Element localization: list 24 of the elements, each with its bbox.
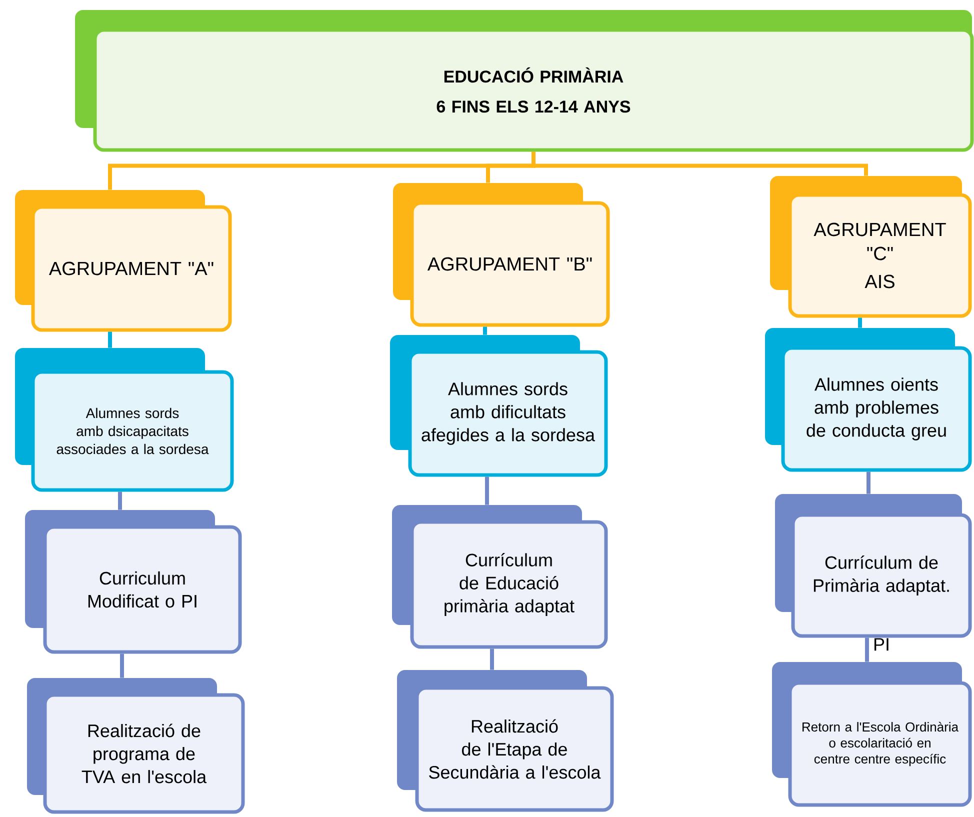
connector: [120, 654, 124, 678]
student-box: Alumnes sords amb dificultats afegides a la sordesa: [390, 335, 608, 477]
connector: [108, 332, 112, 348]
connector: [865, 638, 869, 662]
connector: [483, 326, 487, 335]
curriculum-box: Currículum de Educació primària adaptat: [392, 505, 608, 649]
title-box: EDUCACIÓ PRIMÀRIA 6 FINS ELS 12-14 ANYS: [75, 10, 974, 152]
curriculum-box: Realització de l'Etapa de Secundària a l'escola: [397, 670, 614, 812]
group-box: AGRUPAMENT "B": [393, 183, 610, 327]
node-label: PI: [874, 638, 888, 651]
connector: [858, 318, 862, 328]
curriculum-box: Realització de programa de TVA en l'escola: [27, 678, 245, 814]
curriculum-box: Curriculum Modificat o PI: [25, 510, 242, 654]
connector: [118, 492, 122, 510]
group-box: AGRUPAMENT "C" AIS: [770, 176, 972, 318]
connector: [866, 472, 870, 494]
student-box: Alumnes sords amb dsicapacitats associades a la sordesa: [15, 348, 234, 492]
connector: [532, 152, 868, 176]
group-box: AGRUPAMENT "A": [15, 190, 232, 332]
connector: [490, 648, 494, 670]
connector: [485, 476, 489, 505]
curriculum-box: Currículum de Primària adaptat. PI: [775, 494, 972, 651]
student-box: Alumnes oients amb problemes de conducta greu: [765, 328, 972, 472]
curriculum-box: Retorn a l'Escola Ordinària o escolaritació en centre centre específic: [772, 662, 972, 807]
